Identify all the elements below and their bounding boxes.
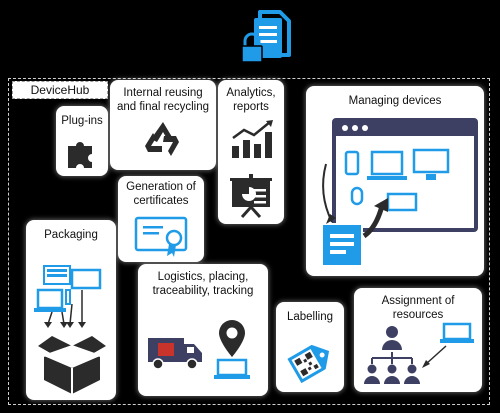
certificate-icon [134, 216, 188, 257]
packaging-title: Packaging [44, 229, 98, 241]
recycle-icon [145, 122, 179, 156]
card-recycling[interactable]: Internal reusing and final recycling [110, 80, 216, 170]
card-packaging[interactable]: Packaging [26, 220, 116, 400]
labelling-title: Labelling [286, 311, 334, 323]
document-lock-icon [241, 10, 291, 63]
bar-chart-icon [232, 120, 273, 158]
card-analytics[interactable]: Analytics, reports [218, 80, 284, 224]
managing-title: Managing devices [348, 95, 442, 107]
card-certificates[interactable]: Generation of certificates [118, 176, 204, 262]
devicehub-label: DeviceHub [12, 81, 108, 99]
assignment-title: Assignment of resources [381, 295, 455, 321]
logistics-title: Logistics, placing, traceability, tracki… [152, 271, 254, 297]
card-assignment[interactable]: Assignment of resources [354, 288, 482, 392]
devicehub-frame [8, 78, 490, 405]
card-labelling[interactable]: Labelling [276, 302, 344, 392]
device-management-window-icon [321, 118, 478, 267]
recycling-title: Internal reusing and final recycling [116, 87, 210, 113]
card-managing-devices[interactable]: Managing devices [306, 86, 484, 276]
delivery-truck-icon [148, 338, 202, 370]
map-pin-laptop-icon [214, 320, 250, 379]
certificates-title: Generation of certificates [126, 181, 196, 207]
analytics-title: Analytics, reports [226, 87, 276, 113]
devices-into-box-icon [34, 265, 106, 394]
card-plugins[interactable]: Plug-ins [56, 106, 108, 176]
card-logistics[interactable]: Logistics, placing, traceability, tracki… [138, 264, 268, 396]
presentation-board-icon [230, 174, 272, 219]
plugins-title: Plug-ins [61, 115, 103, 127]
qr-tag-icon [287, 344, 330, 384]
puzzle-piece-icon [68, 142, 92, 168]
org-chart-laptop-icon [364, 322, 474, 384]
